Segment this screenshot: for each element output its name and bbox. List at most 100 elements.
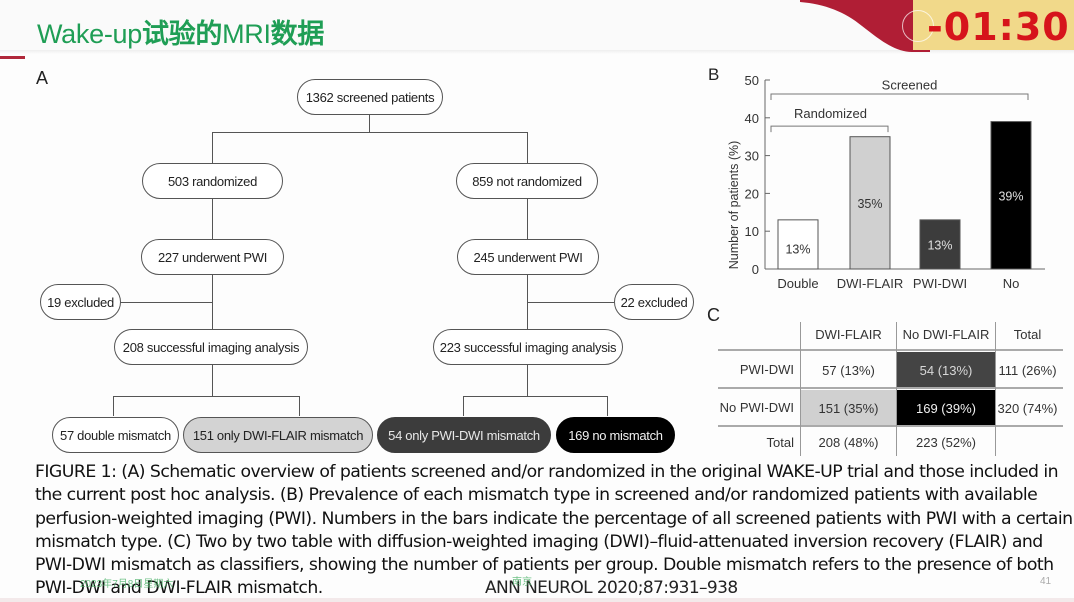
bar-data-label: 39% <box>998 189 1023 203</box>
node-left-excluded: 19 excluded <box>40 284 121 320</box>
title-part: 试验的 <box>141 19 223 49</box>
x-tick-label: DWI-FLAIR <box>837 276 903 291</box>
panel-a-label: A <box>36 68 49 88</box>
y-tick-label: 20 <box>745 186 759 201</box>
panel-b-label: B <box>708 65 719 84</box>
timer-ornament-icon <box>902 10 934 42</box>
y-axis-label: Number of patients (%) <box>727 141 741 270</box>
connector-line <box>212 275 213 330</box>
node-double-mismatch: 57 double mismatch <box>52 417 179 453</box>
table-column-header: No DWI-FLAIR <box>902 326 990 342</box>
y-tick-label: 30 <box>745 149 759 164</box>
title-part: Wake-up <box>37 19 142 49</box>
connector-line <box>463 396 464 416</box>
red-wave-decoration <box>800 0 930 52</box>
panel-c-label: C <box>707 305 720 325</box>
table-row-divider <box>718 387 1063 389</box>
y-tick-label: 10 <box>745 224 759 239</box>
connector-line <box>113 396 114 416</box>
bracket-label: Randomized <box>794 106 867 121</box>
slide-number: 41 <box>1040 576 1052 587</box>
y-tick-label: 0 <box>752 262 759 277</box>
node-right-underwent-pwi: 245 underwent PWI <box>457 239 599 275</box>
connector-line <box>212 132 213 164</box>
table-column-divider <box>995 322 996 456</box>
connector-line <box>527 365 528 397</box>
connector-line <box>113 396 300 397</box>
bar-data-label: 35% <box>857 197 882 211</box>
bar-data-label: 13% <box>927 238 952 252</box>
bar-dwi-flair <box>849 136 891 270</box>
table-cell: 169 (39%) <box>897 390 995 426</box>
caption-line: PWI-DWI and DWI-FLAIR mismatch. <box>35 578 323 599</box>
bracket-label: Screened <box>882 77 938 92</box>
table-cell: 208 (48%) <box>818 435 879 450</box>
table-cell: 320 (74%) <box>997 400 1058 416</box>
table-cell: 57 (13%) <box>822 362 875 378</box>
table-cell: 223 (52%) <box>916 435 976 450</box>
y-tick-label: 40 <box>745 111 759 126</box>
table-column-header: DWI-FLAIR <box>815 326 882 342</box>
connector-line <box>607 396 608 416</box>
node-pwi-dwi-only-mismatch: 54 only PWI-DWI mismatch <box>377 417 551 453</box>
node-screened: 1362 screened patients <box>297 79 443 115</box>
connector-line <box>527 199 528 240</box>
caption-line: PWI-DWI mismatch as classifiers, showing… <box>35 555 1054 576</box>
bracket-randomized <box>770 125 889 133</box>
table-row-header: PWI-DWI <box>739 362 794 377</box>
table-cell: 151 (35%) <box>800 390 897 426</box>
connector-line <box>212 132 527 133</box>
node-right-successful-analysis: 223 successful imaging analysis <box>433 329 623 365</box>
journal-citation: ANN NEUROL 2020;87:931–938 <box>485 578 738 598</box>
connector-line <box>527 302 614 303</box>
bar-double <box>777 219 819 270</box>
connector-line <box>463 396 608 397</box>
bottom-band <box>0 598 1074 602</box>
connector-line <box>212 199 213 240</box>
node-left-successful-analysis: 208 successful imaging analysis <box>114 329 308 365</box>
x-tick-label: Double <box>777 276 818 291</box>
connector-line <box>527 132 528 164</box>
table-row-divider <box>718 349 1063 351</box>
table-column-divider <box>896 322 897 456</box>
caption-line: mismatch type. (C) Two by two table with… <box>35 531 1043 552</box>
node-not-randomized: 859 not randomized <box>456 163 598 199</box>
node-dwi-flair-only-mismatch: 151 only DWI-FLAIR mismatch <box>183 417 373 453</box>
watermark-location: 南京 <box>512 577 532 588</box>
table-column-header: Total <box>1013 326 1042 342</box>
node-randomized: 503 randomized <box>142 163 283 199</box>
table-row-divider <box>718 425 1063 427</box>
accent-mark <box>0 56 25 59</box>
watermark-date: 2023年7月8日星期六 <box>80 579 174 590</box>
node-right-excluded: 22 excluded <box>614 284 694 320</box>
connector-line <box>120 302 212 303</box>
table-row-header: No PWI-DWI <box>719 400 794 415</box>
caption-line: the current post hoc analysis. (B) Preva… <box>35 485 1038 506</box>
table-cell: 54 (13%) <box>897 352 995 388</box>
slide-title: Wake-up试验的MRI数据 <box>37 12 324 51</box>
caption-line: FIGURE 1: (A) Schematic overview of pati… <box>35 462 1059 482</box>
node-no-mismatch: 169 no mismatch <box>556 417 675 453</box>
connector-line <box>212 365 213 397</box>
bar-data-label: 13% <box>785 242 810 256</box>
connector-line <box>369 115 370 133</box>
x-tick-label: No <box>1003 276 1020 291</box>
caption-line: perfusion-weighted imaging (PWI). Number… <box>35 508 1073 529</box>
countdown-timer: -01:30 <box>927 5 1070 49</box>
bracket-screened <box>770 93 1029 100</box>
node-left-underwent-pwi: 227 underwent PWI <box>141 239 284 275</box>
x-tick-label: PWI-DWI <box>913 276 967 291</box>
header-divider <box>0 50 1074 54</box>
bar-chart-b: B Number of patients (%) 0 10 20 30 40 50 Scr… <box>708 65 1045 291</box>
table-cell <box>995 428 1060 457</box>
table-column-divider <box>800 322 801 456</box>
table-cell: 111 (26%) <box>998 362 1057 378</box>
bar-pwi-dwi <box>919 219 961 270</box>
title-part: MRI <box>222 19 271 49</box>
figure-caption: FIGURE 1: (A) Schematic overview of pati… <box>35 461 1073 601</box>
table-row-header: Total <box>766 434 794 450</box>
countdown-timer-box <box>913 0 1074 50</box>
connector-line <box>299 396 300 416</box>
bar-no <box>990 121 1032 270</box>
y-tick-label: 50 <box>745 73 759 88</box>
